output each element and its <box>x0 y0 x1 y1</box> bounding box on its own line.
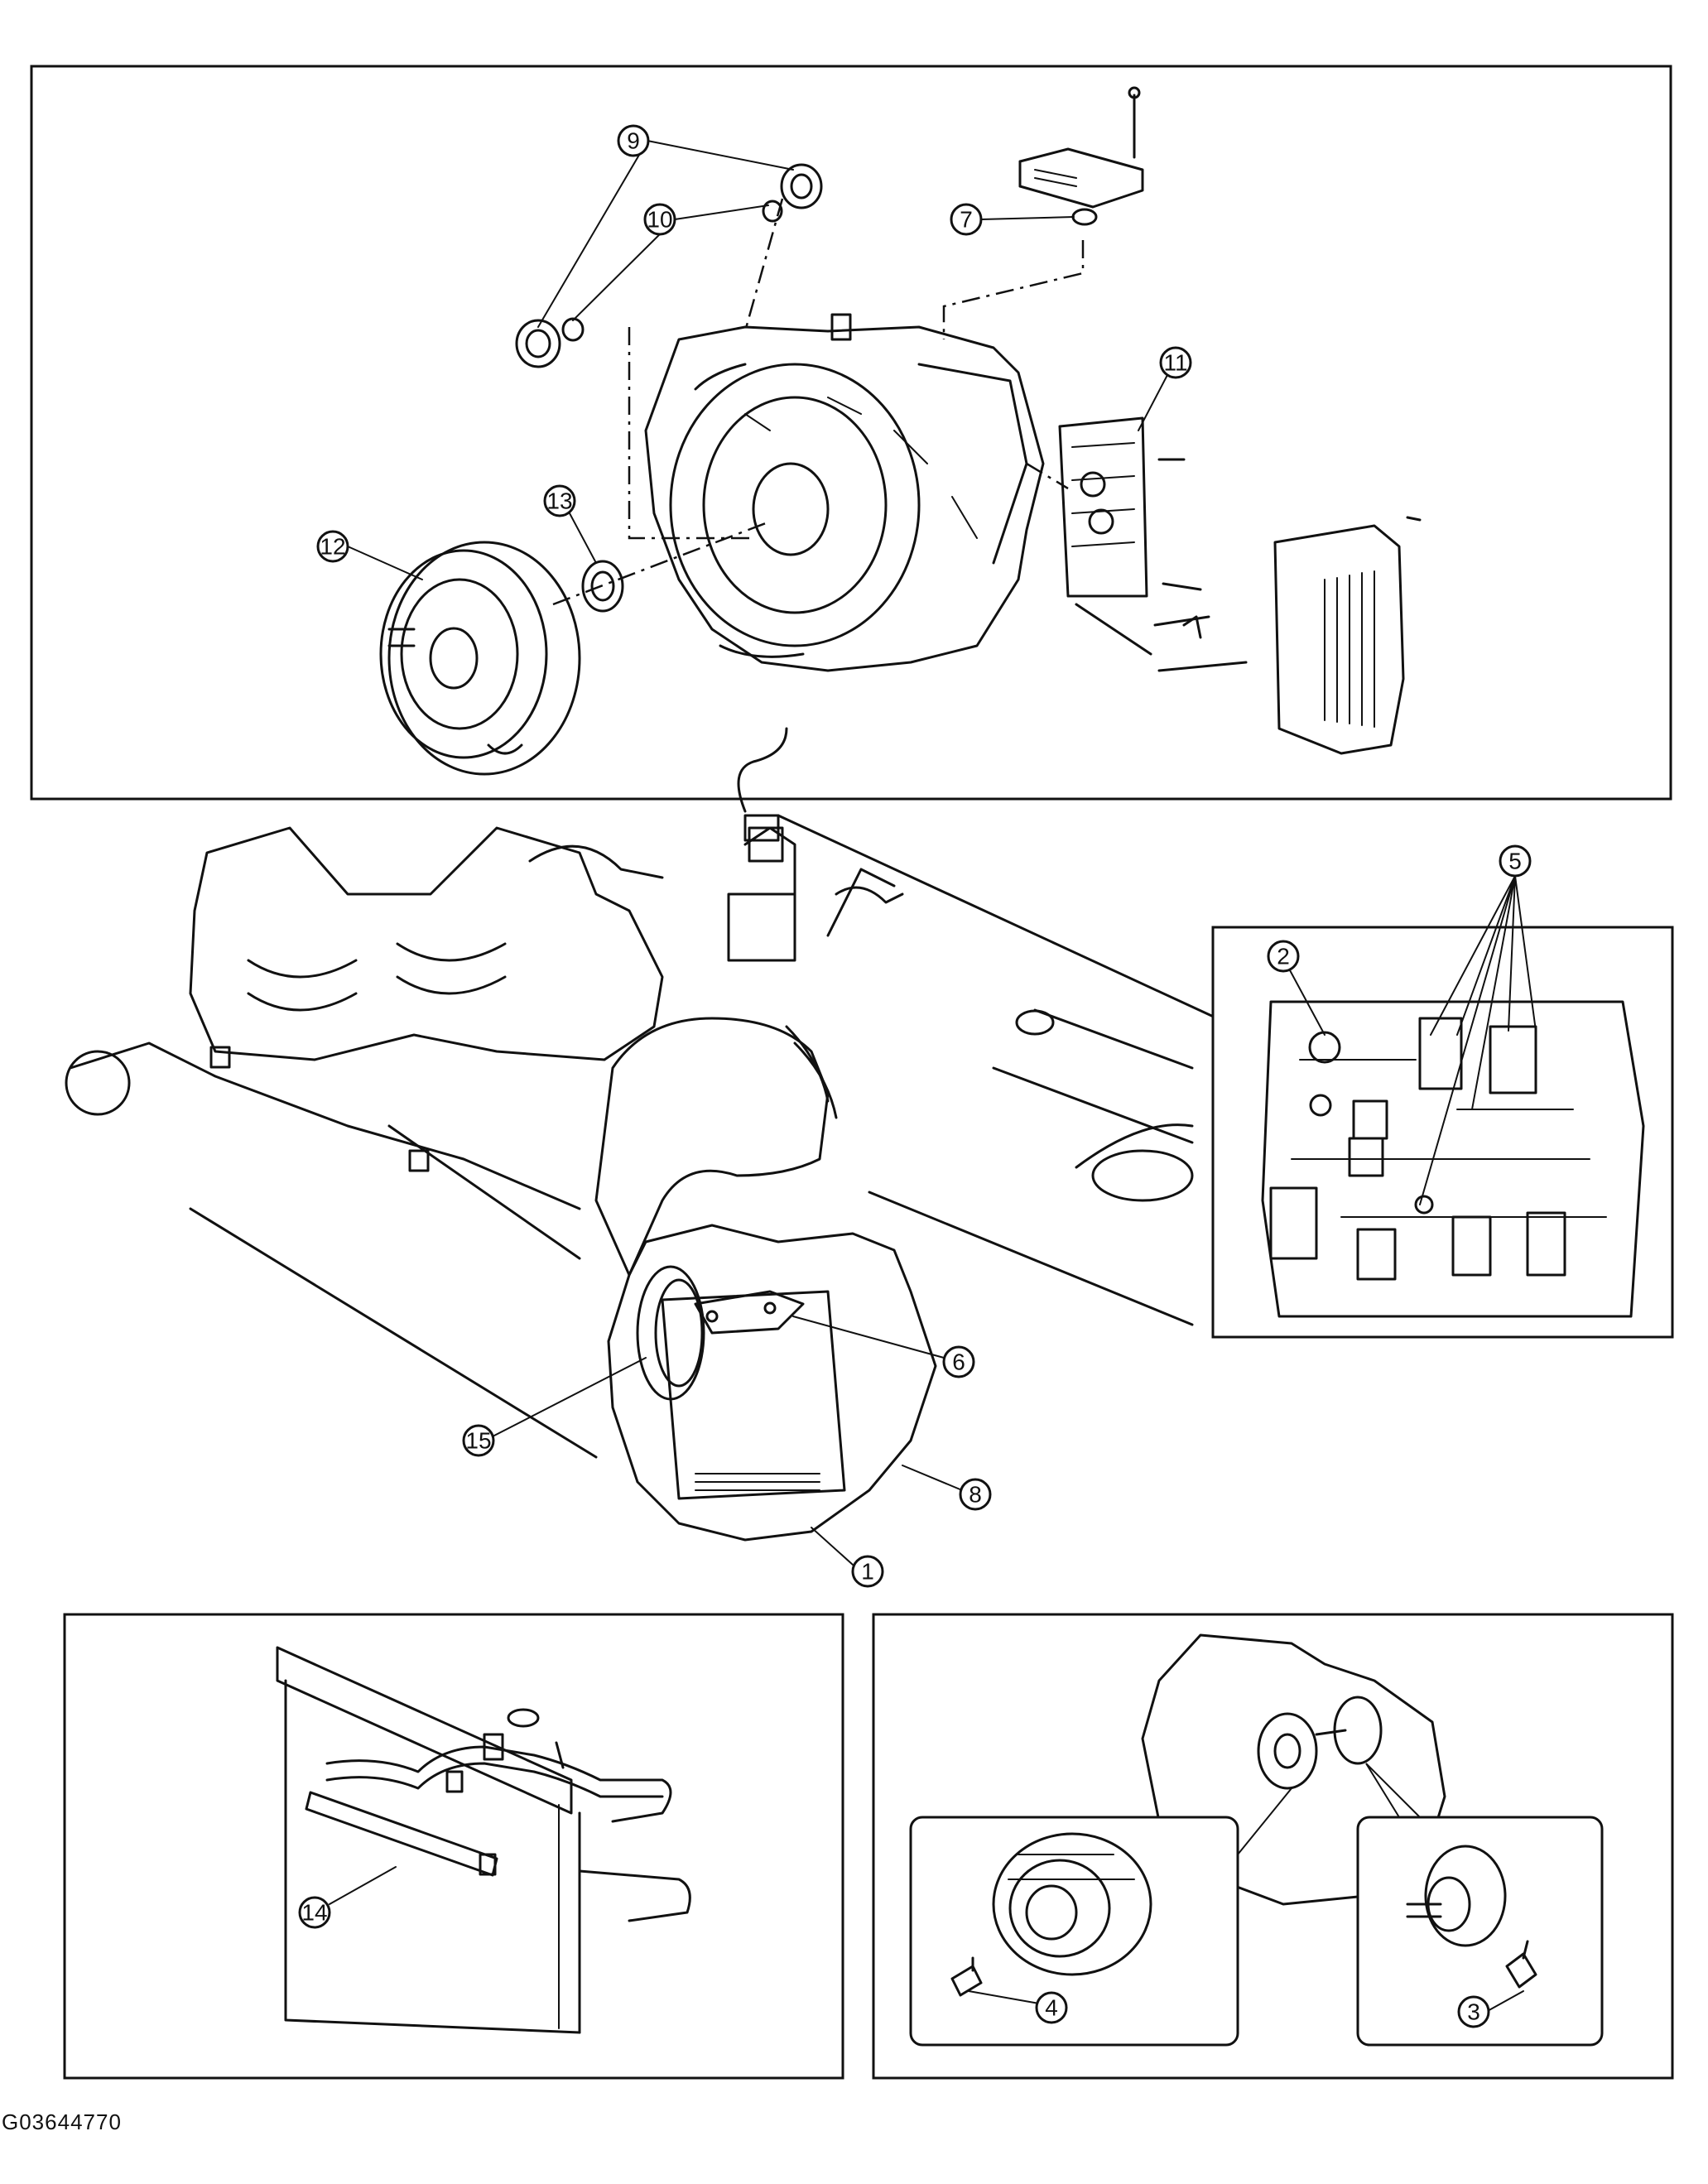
leader-4 <box>968 1990 1040 2004</box>
wiring-connectors <box>737 727 904 904</box>
transaxle-case <box>644 313 1045 672</box>
leader-6 <box>792 1316 945 1359</box>
assembly-line-sensor7 <box>942 240 1085 339</box>
vehicle-speed-inset <box>1356 1816 1604 2047</box>
engine-intake-manifold <box>189 826 664 1061</box>
callout-14: 14 <box>298 1896 331 1929</box>
svg-text:4: 4 <box>1045 1995 1058 2021</box>
callout-9: 9 <box>617 124 650 157</box>
chassis-frame-lines <box>777 814 1219 1326</box>
o-ring-10-right <box>762 200 783 223</box>
callout-3: 3 <box>1457 1995 1490 2028</box>
leader-inset-left <box>1237 1787 1292 1855</box>
callout-11: 11 <box>1159 346 1192 379</box>
oil-cooler-panel-frame <box>63 1613 844 2080</box>
radiator <box>276 1646 581 2034</box>
oil-seal-9-left <box>515 319 561 368</box>
callout-1: 1 <box>851 1555 884 1588</box>
callout-5: 5 <box>1499 844 1532 878</box>
input-turbine-speed-sensor-drum <box>992 1832 1152 1976</box>
leader-10 <box>572 204 769 321</box>
transaxle-installed <box>607 1224 937 1542</box>
control-valve-body <box>1058 416 1248 672</box>
callout-12: 12 <box>316 530 349 563</box>
callout-10: 10 <box>643 203 676 236</box>
svg-text:12: 12 <box>320 534 345 560</box>
svg-text:5: 5 <box>1508 849 1522 874</box>
assembly-line-valve-body <box>1026 462 1069 490</box>
leader-13 <box>569 512 597 564</box>
callout-6: 6 <box>942 1345 975 1378</box>
leader-15 <box>492 1357 647 1437</box>
leader-7 <box>980 216 1075 220</box>
transaxle-panel-frame <box>30 65 1672 801</box>
svg-text:3: 3 <box>1467 1999 1480 2025</box>
torque-converter <box>379 541 581 776</box>
transmission-range-switch-installed <box>694 1290 805 1335</box>
callout-2: 2 <box>1267 940 1300 973</box>
speed-sensor-3 <box>1505 1940 1537 1989</box>
assembly-line-seal9 <box>743 198 784 332</box>
leader-inset-right <box>1365 1763 1421 1818</box>
throttle-body-area <box>727 826 896 962</box>
svg-text:2: 2 <box>1277 944 1290 969</box>
transmission-range-switch <box>1018 86 1144 209</box>
o-ring-10-left <box>561 317 585 342</box>
leader-5 <box>1419 875 1537 1205</box>
valve-body-solenoids <box>1261 1000 1645 1318</box>
assembly-line-seals <box>628 327 753 540</box>
oil-pan-cover <box>1273 516 1422 755</box>
valve-body-inset-frame <box>1211 926 1674 1339</box>
svg-text:14: 14 <box>301 1900 327 1926</box>
callout-7: 7 <box>950 203 983 236</box>
svg-text:10: 10 <box>647 207 672 233</box>
callout-13: 13 <box>543 484 576 517</box>
oil-seal-9-right <box>780 163 823 209</box>
leader-12 <box>347 546 423 580</box>
leader-2 <box>1289 969 1326 1036</box>
svg-text:13: 13 <box>546 488 572 514</box>
assembly-line-converter <box>552 520 771 606</box>
vehicle-speed-sensor-gear <box>1406 1845 1507 1947</box>
callout-4: 4 <box>1035 1991 1068 2024</box>
engine-block-outline <box>65 1041 598 1459</box>
svg-text:11: 11 <box>1163 350 1187 376</box>
callout-8: 8 <box>959 1478 992 1511</box>
input-turbine-inset <box>909 1816 1239 2047</box>
leader-3 <box>1485 1990 1524 2013</box>
figure-id: G03644770 <box>2 2109 122 2134</box>
leader-8 <box>902 1465 963 1491</box>
flex-plate-ring-gear <box>636 1265 705 1401</box>
leader-14 <box>329 1866 397 1905</box>
air-duct-hose <box>594 1017 838 1277</box>
svg-text:8: 8 <box>969 1482 982 1508</box>
svg-text:7: 7 <box>960 207 973 233</box>
leader-11 <box>1138 374 1168 431</box>
callout-15: 15 <box>462 1424 495 1457</box>
leader-9 <box>537 140 794 328</box>
oil-cooler <box>305 1791 498 1877</box>
svg-text:15: 15 <box>465 1428 491 1454</box>
svg-text:1: 1 <box>861 1559 874 1585</box>
svg-text:6: 6 <box>952 1349 965 1375</box>
oil-seal-13 <box>581 560 624 613</box>
leader-1 <box>811 1527 854 1566</box>
svg-text:9: 9 <box>627 128 640 154</box>
speed-sensor-4 <box>950 1956 983 1997</box>
